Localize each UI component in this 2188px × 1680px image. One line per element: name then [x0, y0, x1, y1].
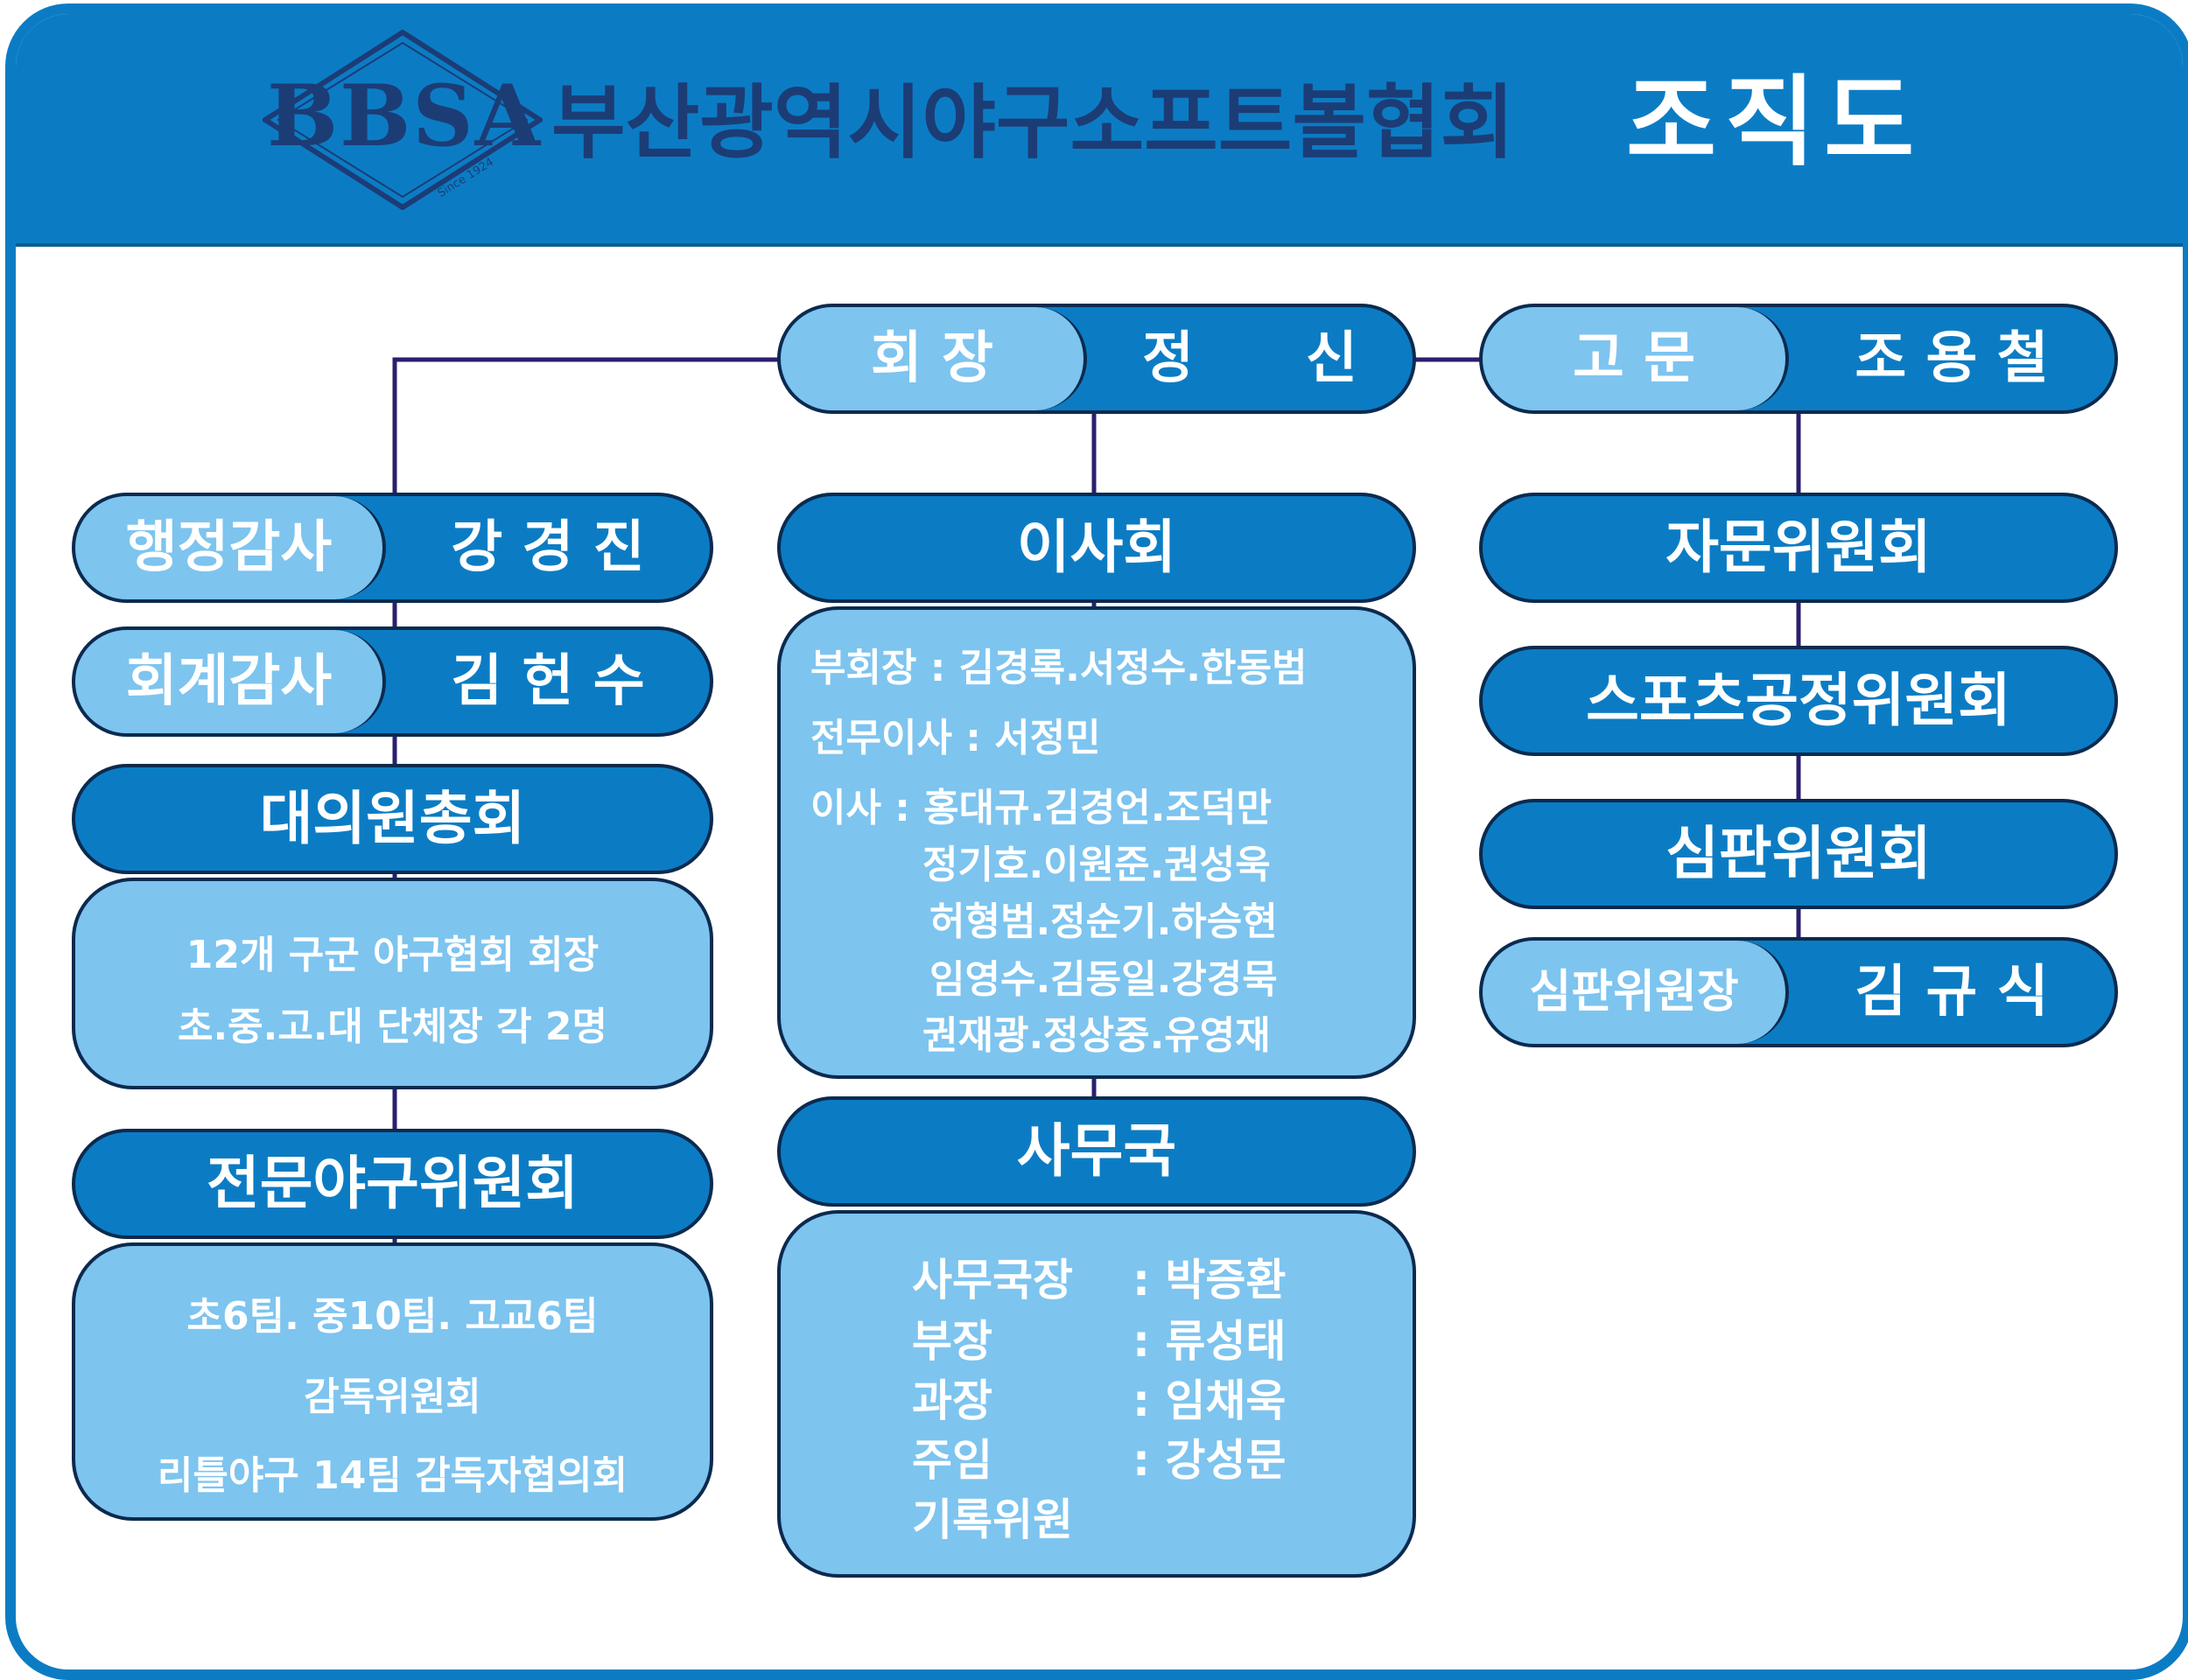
assembly-line-1: 12개 구군 야구협회 회장 [186, 933, 600, 977]
expert-committee-node: 전문야구위원회 [72, 1129, 713, 1239]
board-line-4: 정기호.이원준.권성욱 [922, 843, 1271, 887]
office-name-3: : 임채욱 [1133, 1376, 1287, 1426]
advisory-committee-node: 자문위원회 [1479, 493, 2118, 603]
page-title: 조직도 [1626, 66, 1924, 179]
audit-admin-label: 행정감사 [75, 496, 386, 599]
board-line-3: 이사 : 홍대규.김경언.조덕만 [810, 786, 1272, 830]
board-line-2: 전무이사 : 서정민 [810, 716, 1101, 760]
audit-account-name: 김 헌 수 [451, 649, 645, 714]
office-role-3: 과장 [912, 1376, 992, 1426]
assembly-line-2: 초.중.고.대 단체장 각 2명 [177, 1004, 608, 1049]
office-role-5: 기록위원 [912, 1494, 1073, 1545]
office-row-4: 주임 : 강성문 [912, 1425, 1413, 1488]
office-row-1: 사무국장 : 박증환 [912, 1245, 1413, 1308]
umpire-chief-name: 김 규 식 [1855, 960, 2049, 1025]
office-role-2: 부장 [912, 1316, 992, 1367]
sports-fairness-committee-node: 스포츠공정위원회 [1479, 646, 2118, 756]
logo-text: BBSA [266, 66, 543, 165]
expert-line-2: 감독위원회 [304, 1375, 481, 1419]
audit-admin-node: 행정감사 강 경 진 [72, 493, 713, 603]
office-name-1: : 박증환 [1133, 1255, 1287, 1306]
header-bar [16, 14, 2183, 247]
president-name: 정 신 [1142, 326, 1357, 391]
audit-account-node: 회계감사 김 헌 수 [72, 626, 713, 737]
office-name-2: : 류성태 [1133, 1316, 1287, 1367]
umpire-chief-label: 심판위원장 [1483, 941, 1789, 1044]
office-name-4: : 강성문 [1133, 1435, 1287, 1486]
office-role-4: 주임 [912, 1435, 992, 1486]
board-members-box: 부회장 : 김경록.서정수.한동범 전무이사 : 서정민 이사 : 홍대규.김경… [777, 606, 1416, 1079]
umpire-chief-node: 심판위원장 김 규 식 [1479, 937, 2118, 1047]
office-role-1: 사무국장 [912, 1255, 1073, 1306]
expert-line-1: 초6팀. 중10팀. 고교6팀 [186, 1294, 599, 1339]
board-line-1: 부회장 : 김경록.서정수.한동범 [810, 646, 1308, 690]
audit-account-label: 회계감사 [75, 630, 386, 733]
assembly-members-box: 12개 구군 야구협회 회장 초.중.고.대 단체장 각 2명 [72, 878, 713, 1089]
board-line-5: 허형범.정순기.하승현 [929, 900, 1278, 944]
office-row-2: 부장 : 류성태 [912, 1306, 1413, 1369]
office-members-box: 사무국장 : 박증환 부장 : 류성태 과장 : 임채욱 주임 : 강성문 기록위원 [777, 1210, 1416, 1578]
president-node: 회 장 정 신 [777, 304, 1416, 414]
office-row-3: 과장 : 임채욱 [912, 1366, 1413, 1429]
office-node: 사무국 [777, 1096, 1416, 1207]
expert-committee-box: 초6팀. 중10팀. 고교6팀 감독위원회 리틀야구 14팀 감독자협의회 [72, 1242, 713, 1521]
advisor-name: 조 용 철 [1855, 326, 2049, 391]
board-node: 이사회 [777, 493, 1416, 603]
advisor-node: 고 문 조 용 철 [1479, 304, 2118, 414]
expert-line-3: 리틀야구 14팀 감독자협의회 [157, 1453, 628, 1498]
board-line-6: 임영수.김동일.강경묵 [929, 957, 1278, 1002]
umpire-committee-node: 심판위원회 [1479, 799, 2118, 909]
president-label: 회 장 [781, 307, 1087, 410]
office-row-5: 기록위원 [912, 1485, 1413, 1548]
audit-admin-name: 강 경 진 [451, 515, 645, 580]
org-name: 부산광역시야구소프트볼협회 [551, 76, 1515, 170]
assembly-node: 대의원총회 [72, 764, 713, 874]
advisor-label: 고 문 [1483, 307, 1789, 410]
board-line-7: 권재광.정상중.유영재 [922, 1013, 1271, 1058]
bbsa-logo [263, 30, 543, 210]
